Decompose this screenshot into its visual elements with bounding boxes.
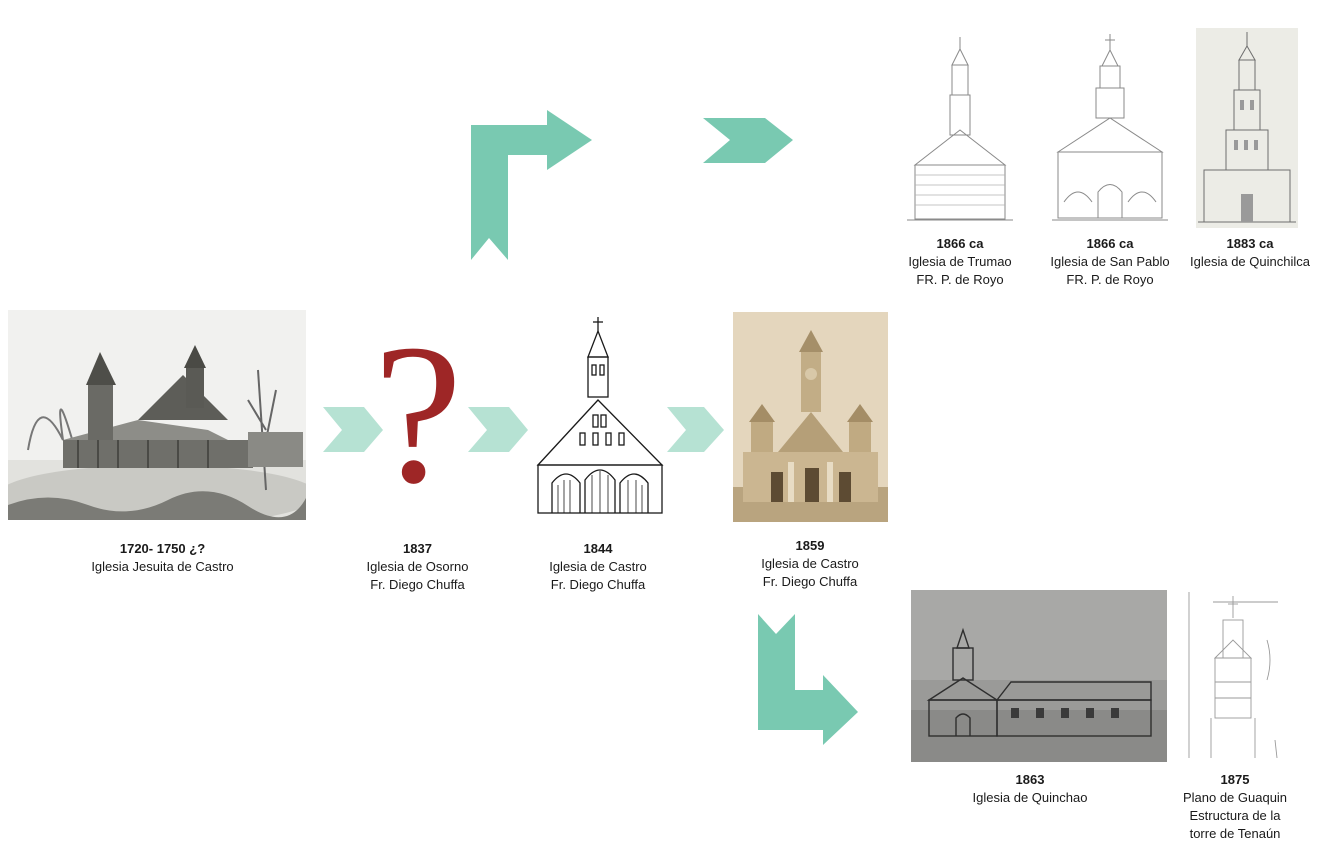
caption-1866-san-pablo: 1866 ca Iglesia de San Pablo FR. P. de R… xyxy=(1040,235,1180,289)
trumao-drawing xyxy=(905,35,1015,225)
chevron-upper-arrow xyxy=(703,118,793,163)
caption-year: 1866 ca xyxy=(1086,236,1134,251)
guaquin-plan-sketch xyxy=(1183,590,1288,762)
caption-line: Iglesia de Castro xyxy=(549,559,647,574)
caption-year: 1859 xyxy=(795,538,825,553)
caption-1866-trumao: 1866 ca Iglesia de Trumao FR. P. de Royo xyxy=(890,235,1030,289)
caption-1859: 1859 Iglesia de Castro Fr. Diego Chuffa xyxy=(735,537,885,591)
caption-line: Fr. Diego Chuffa xyxy=(762,574,858,589)
jesuit-church-sketch xyxy=(8,310,306,520)
castro-1859-photo xyxy=(733,312,888,522)
caption-line: Iglesia de Trumao xyxy=(908,254,1012,269)
caption-line: Iglesia Jesuita de Castro xyxy=(91,559,234,574)
caption-line: Iglesia de Quinchao xyxy=(972,790,1088,805)
caption-1863-quinchao: 1863 Iglesia de Quinchao xyxy=(950,771,1110,807)
caption-line: Plano de Guaquin xyxy=(1182,790,1288,805)
caption-1837: 1837 Iglesia de Osorno Fr. Diego Chuffa xyxy=(340,540,495,594)
caption-line: Iglesia de San Pablo xyxy=(1050,254,1170,269)
castro-1844-drawing xyxy=(530,315,670,515)
caption-year: 1866 ca xyxy=(936,236,984,251)
caption-line: Iglesia de Castro xyxy=(761,556,859,571)
quinchao-sketch xyxy=(911,590,1167,762)
caption-1844: 1844 Iglesia de Castro Fr. Diego Chuffa xyxy=(523,540,673,594)
caption-line: Estructura de la xyxy=(1189,808,1281,823)
branch-up-arrow xyxy=(471,110,592,260)
chevron-main-arrow-3 xyxy=(667,407,724,452)
caption-year: 1863 xyxy=(1015,772,1045,787)
caption-line: Fr. Diego Chuffa xyxy=(370,577,465,592)
san-pablo-drawing xyxy=(1050,32,1170,225)
caption-1883-quinchilca: 1883 ca Iglesia de Quinchilca xyxy=(1180,235,1320,271)
chevron-main-arrow-2 xyxy=(468,407,528,452)
caption-line: Iglesia de Quinchilca xyxy=(1190,254,1310,269)
caption-year: 1844 xyxy=(583,541,613,556)
caption-year: 1720- 1750 ¿? xyxy=(119,541,206,556)
caption-line: torre de Tenaún xyxy=(1189,826,1281,841)
caption-year: 1875 xyxy=(1220,772,1250,787)
branch-down-arrow xyxy=(758,614,858,745)
caption-line: Iglesia de Osorno xyxy=(366,559,469,574)
caption-line: FR. P. de Royo xyxy=(916,272,1004,287)
chevron-main-arrow-1 xyxy=(323,407,383,452)
caption-year: 1837 xyxy=(403,541,432,556)
caption-1720: 1720- 1750 ¿? Iglesia Jesuita de Castro xyxy=(40,540,285,576)
caption-line: Fr. Diego Chuffa xyxy=(550,577,646,592)
caption-line: FR. P. de Royo xyxy=(1066,272,1154,287)
quinchilca-drawing xyxy=(1196,28,1298,228)
caption-1875-guaquin: 1875 Plano de Guaquin Estructura de la t… xyxy=(1165,771,1305,843)
unknown-question-mark: ? xyxy=(373,304,463,525)
caption-year: 1883 ca xyxy=(1226,236,1274,251)
